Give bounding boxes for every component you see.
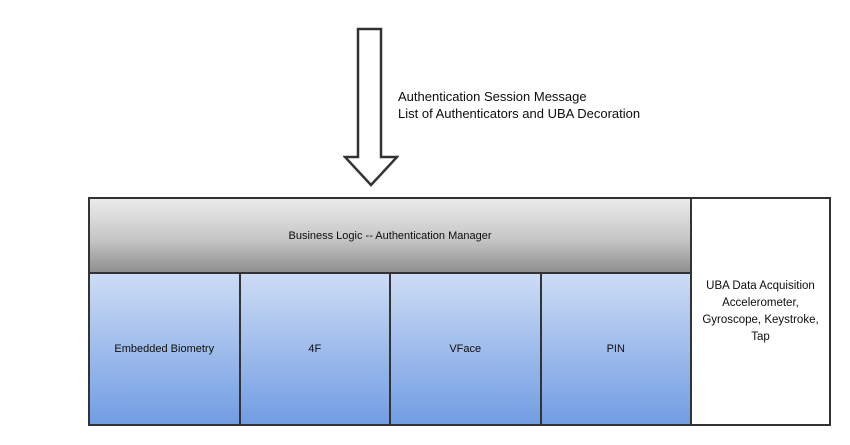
arrow-label-line2: List of Authenticators and UBA Decoratio… [398, 105, 641, 121]
business-logic-authentication-manager-box: Business Logic -- Authentication Manager [88, 197, 692, 274]
down-arrow [343, 27, 399, 187]
auth-box-label: VFace [449, 343, 482, 355]
auth-box-pin: PIN [539, 272, 692, 426]
auth-box-label: 4F [308, 343, 322, 355]
uba-data-acquisition-box: UBA Data Acquisition Accelerometer, Gyro… [690, 197, 831, 426]
auth-box-4f: 4F [238, 272, 391, 426]
arrow-label: Authentication Session Message List of A… [398, 89, 640, 122]
arrow-label-line1: Authentication Session Message [398, 89, 587, 104]
auth-box-label: Embedded Biometry [114, 343, 215, 355]
architecture-diagram: Business Logic -- Authentication Manager… [88, 197, 831, 426]
authenticator-row: Embedded Biometry 4F VFace PIN [88, 272, 692, 426]
auth-box-embedded-biometry: Embedded Biometry [88, 272, 241, 426]
manager-stack: Business Logic -- Authentication Manager… [88, 197, 692, 426]
auth-box-vface: VFace [389, 272, 542, 426]
manager-box-label: Business Logic -- Authentication Manager [288, 229, 492, 242]
auth-box-label: PIN [606, 343, 625, 355]
uba-box-label: UBA Data Acquisition Accelerometer, Gyro… [702, 279, 819, 343]
